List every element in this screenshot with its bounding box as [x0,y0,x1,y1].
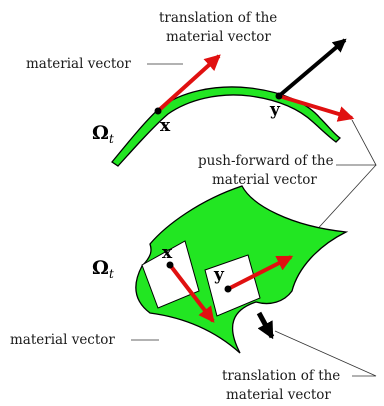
label-translation-bottom-line2: material vector [226,387,331,403]
material-vector-arrow-bottom [168,263,215,323]
leader-translation-bottom [274,330,377,377]
omega-symbol-bottom: Ω [92,257,109,279]
label-material-vector-top: material vector [26,56,131,72]
label-x-bottom: x [162,243,173,263]
curve-body [111,86,342,167]
point-x-top [154,107,162,115]
omega-subscript-top: t [109,132,114,146]
label-x-top: x [160,116,171,136]
label-y-top: y [269,100,281,120]
point-x-bottom [166,261,174,269]
label-translation-top-line1: translation of the [159,10,277,26]
label-y-bottom: y [213,265,225,285]
label-translation-bottom-line1: translation of the [222,368,340,384]
leader-push-forward-top [336,119,377,166]
curve-body-group [111,86,342,167]
material-square-x [141,240,200,309]
label-material-vector-bottom: material vector [10,332,115,348]
label-push-forward-line2: material vector [212,172,317,188]
translation-vector-arrow-bottom [256,311,275,340]
label-push-forward-line1: push-forward of the [198,153,334,169]
push-forward-arrow-bottom [227,255,294,291]
material-vector-arrow-top [156,54,221,113]
point-y-bottom [224,285,232,293]
push-forward-arrow-top [278,94,355,122]
omega-subscript-bottom: t [109,267,114,281]
point-y-top [275,92,283,100]
translation-vector-arrow-top [277,38,347,98]
omega-symbol-top: Ω [92,122,109,144]
label-translation-top-line2: material vector [166,29,271,45]
